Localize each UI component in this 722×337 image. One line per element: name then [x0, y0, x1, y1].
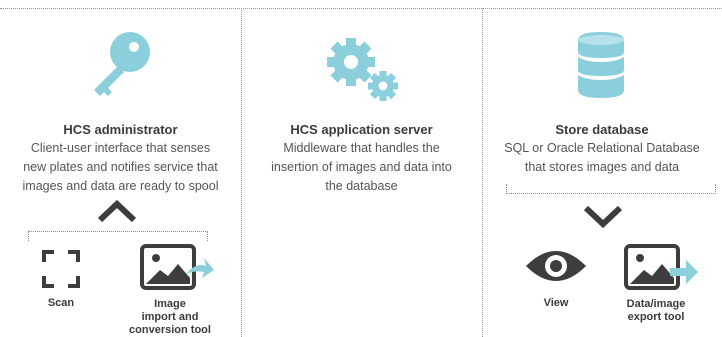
description-line: insertion of images and data into — [271, 160, 452, 174]
column-description: SQL or Oracle Relational Database that s… — [482, 139, 722, 177]
description-line: new plates and notifies service that — [23, 160, 218, 174]
scan-icon[interactable] — [42, 250, 80, 288]
gears-icon — [327, 38, 398, 101]
chevron-up-icon — [97, 199, 137, 223]
image-export-icon[interactable] — [624, 244, 700, 292]
image-import-icon[interactable] — [140, 244, 216, 292]
database-icon — [578, 32, 624, 98]
description-line: Client-user interface that senses — [30, 141, 211, 155]
column-description: Middleware that handles the insertion of… — [241, 139, 482, 196]
key-icon — [94, 32, 150, 96]
tool-label-view: View — [543, 297, 569, 309]
column-title: HCS application server — [290, 122, 433, 137]
tools-bracket — [506, 184, 716, 194]
description-line: the database — [325, 179, 398, 193]
column-divider-1 — [241, 8, 242, 337]
column-divider-2 — [482, 8, 483, 337]
column-store-database: Store database SQL or Oracle Relational … — [482, 0, 722, 337]
column-hcs-administrator: HCS administrator Client-user interface … — [0, 0, 241, 337]
tool-label-image-import: Image import and conversion tool — [129, 298, 211, 336]
top-divider — [0, 8, 722, 9]
column-title: Store database — [555, 122, 649, 137]
column-description: Client-user interface that senses new pl… — [0, 139, 241, 196]
column-title: HCS administrator — [63, 122, 178, 137]
tool-label-image-export: Data/image export tool — [626, 298, 686, 323]
chevron-down-icon — [583, 205, 623, 229]
description-line: SQL or Oracle Relational Database — [504, 141, 700, 155]
description-line: images and data are ready to spool — [22, 179, 219, 193]
tools-bracket — [28, 231, 208, 241]
eye-icon[interactable] — [524, 246, 588, 286]
column-hcs-application-server: HCS application server Middleware that h… — [241, 0, 482, 337]
description-line: that stores images and data — [524, 160, 680, 174]
tool-label-scan: Scan — [47, 297, 75, 309]
description-line: Middleware that handles the — [283, 141, 440, 155]
